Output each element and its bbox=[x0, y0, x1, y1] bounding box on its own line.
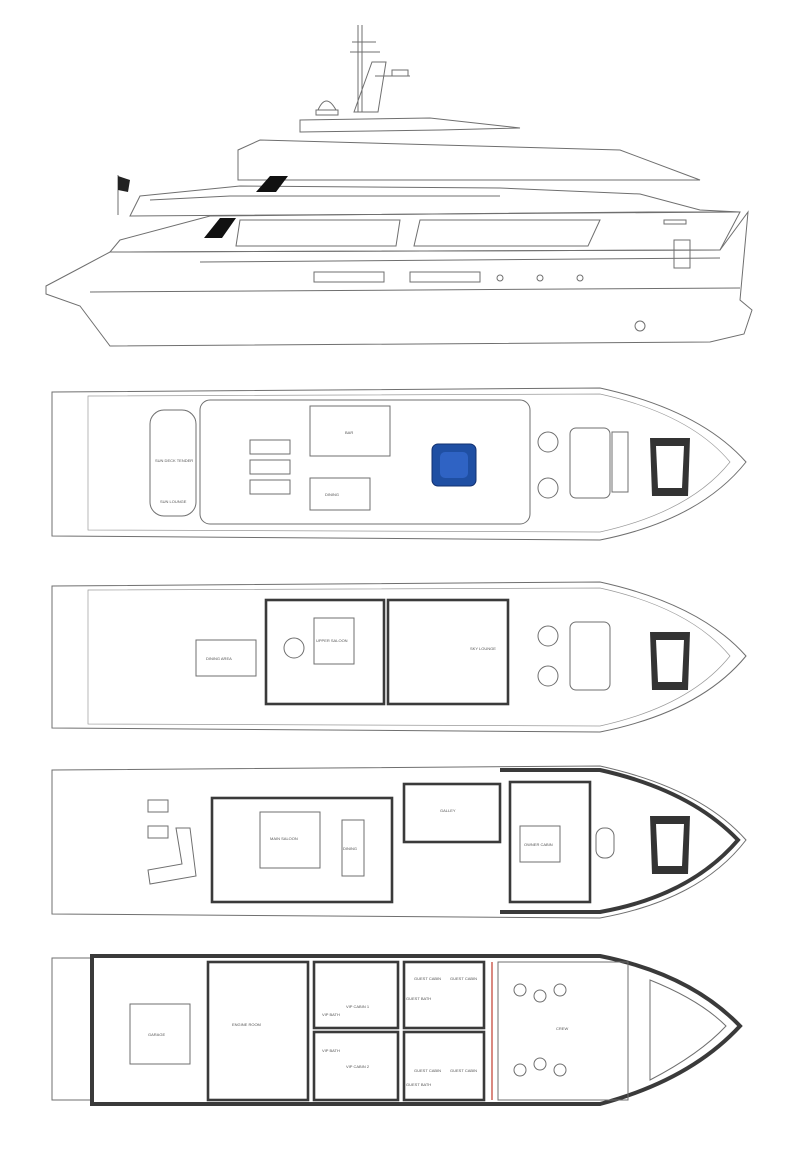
label-owner-cabin: OWNER CABIN bbox=[524, 842, 553, 847]
galley bbox=[402, 782, 502, 844]
tender-garage bbox=[129, 1003, 191, 1065]
label-guest-bath-1: GUEST BATH bbox=[406, 996, 431, 1001]
bar-counter bbox=[309, 405, 391, 457]
upper-deck-plan: DINING AREA UPPER SALOON SKY LOUNGE bbox=[51, 581, 747, 733]
lower-hull bbox=[90, 954, 743, 1106]
tender bbox=[149, 409, 197, 517]
upper-saloon bbox=[264, 598, 386, 706]
label-vip-cabin-2: VIP CABIN 2 bbox=[346, 1064, 370, 1069]
label-vip-bath-2: VIP BATH bbox=[322, 1048, 340, 1053]
label-crew-area: CREW bbox=[556, 1026, 568, 1031]
label-sun-lounge: SUN LOUNGE bbox=[160, 499, 187, 504]
label-tender-garage: GARAGE bbox=[148, 1032, 165, 1037]
label-sun-deck-tender: SUN DECK TENDER bbox=[155, 458, 193, 463]
hull-profile bbox=[45, 210, 753, 347]
mast bbox=[350, 25, 410, 113]
upper-window bbox=[256, 176, 288, 192]
label-bar: BAR bbox=[345, 430, 353, 435]
dining-table-main bbox=[341, 819, 365, 877]
lower-deck-plan: GARAGE ENGINE ROOM VIP CABIN 1 VIP CABIN… bbox=[51, 954, 743, 1106]
vip-cabin-1 bbox=[312, 960, 400, 1030]
main-deck-plan: MAIN SALOON DINING GALLEY OWNER CABIN bbox=[51, 765, 747, 919]
owner-bath bbox=[595, 827, 615, 859]
vip-cabin-2 bbox=[312, 1030, 400, 1102]
crew-fixtures bbox=[513, 983, 567, 1077]
side-profile bbox=[45, 25, 753, 347]
label-guest-bath-2: GUEST BATH bbox=[406, 1082, 431, 1087]
foredeck-seating bbox=[537, 427, 629, 499]
swim-platform bbox=[51, 957, 93, 1101]
label-dining-main: DINING bbox=[343, 846, 357, 851]
label-guest-cabin-2: GUEST CABIN bbox=[450, 976, 477, 981]
chain-locker bbox=[649, 979, 727, 1081]
stern-flag bbox=[117, 175, 130, 215]
label-engine-room: ENGINE ROOM bbox=[232, 1022, 261, 1027]
engine-room bbox=[206, 960, 310, 1102]
sundeck-outline bbox=[51, 387, 747, 541]
aft-sofa bbox=[147, 827, 197, 885]
crew-area bbox=[497, 961, 629, 1101]
radar-dome bbox=[315, 100, 339, 116]
label-sky-lounge: SKY LOUNGE bbox=[470, 646, 496, 651]
bow-door bbox=[673, 239, 691, 269]
hardtop bbox=[299, 117, 521, 133]
aft-dining-table bbox=[195, 639, 257, 677]
main-window bbox=[204, 218, 236, 238]
label-guest-cabin-1: GUEST CABIN bbox=[414, 976, 441, 981]
label-main-saloon: MAIN SALOON bbox=[270, 836, 298, 841]
label-upper-saloon: UPPER SALOON bbox=[316, 638, 348, 643]
maindeck-outline bbox=[51, 765, 747, 919]
hardtop-area bbox=[199, 399, 531, 525]
label-vip-bath-1: VIP BATH bbox=[322, 1012, 340, 1017]
label-dining: DINING bbox=[325, 492, 339, 497]
upper-deck-profile bbox=[129, 185, 741, 217]
owner-cabin bbox=[508, 780, 592, 904]
label-guest-cabin-3: GUEST CABIN bbox=[414, 1068, 441, 1073]
sun-deck-plan: SUN DECK TENDER SUN LOUNGE BAR DINING bbox=[51, 387, 747, 541]
guest-cabins-stbd bbox=[402, 1030, 486, 1102]
label-galley: GALLEY bbox=[440, 808, 456, 813]
label-vip-cabin-1: VIP CABIN 1 bbox=[346, 1004, 370, 1009]
dining-table bbox=[309, 477, 371, 511]
guest-cabins-port bbox=[402, 960, 486, 1030]
sky-lounge bbox=[386, 598, 510, 706]
main-saloon bbox=[210, 796, 394, 904]
sunbeds bbox=[249, 439, 291, 495]
upperdeck-outline bbox=[51, 581, 747, 733]
label-guest-cabin-4: GUEST CABIN bbox=[450, 1068, 477, 1073]
sundeck-superstructure bbox=[237, 139, 701, 181]
label-dining-area: DINING AREA bbox=[206, 656, 232, 661]
